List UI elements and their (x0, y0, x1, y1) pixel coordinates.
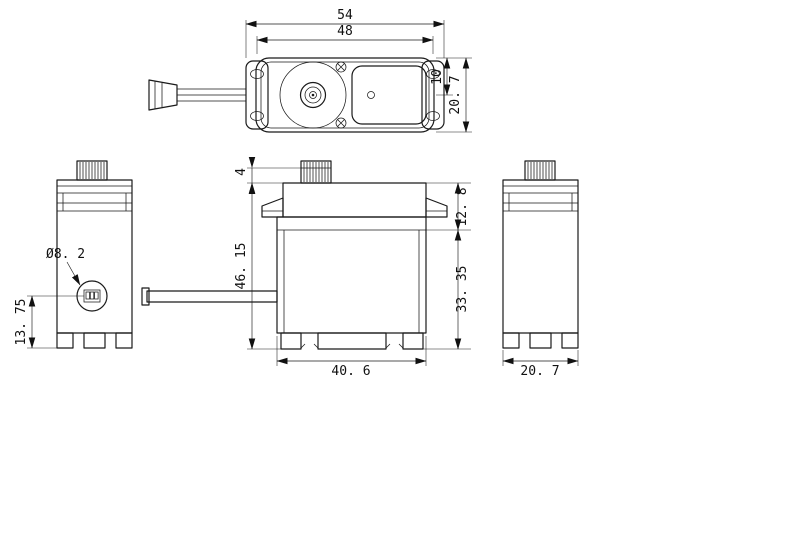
dim-top-mount-span: 48 (337, 24, 353, 39)
output-shaft (279, 61, 347, 129)
dim-top-overall-width: 54 (337, 8, 353, 23)
dim-front-hole-diameter: Ø8. 2 (46, 247, 85, 262)
rear-view-dimensions: 20. 7 (502, 350, 579, 379)
upper-case (282, 182, 427, 218)
cover-hole (367, 91, 375, 99)
dim-side-total-height: 46. 15 (234, 243, 249, 290)
dim-side-spline-height: 4 (234, 168, 249, 176)
mount-ear-left (245, 60, 269, 130)
case-screw (335, 61, 347, 73)
rear-view (502, 160, 579, 349)
mount-tab-left (261, 197, 284, 218)
front-view (56, 160, 133, 349)
cover-plate (351, 65, 427, 125)
lead-connector (148, 79, 246, 111)
top-view (148, 57, 445, 133)
dim-top-shaft-offset: 10 (430, 69, 445, 85)
mount-tab-right (425, 197, 448, 218)
top-view-dimensions: 54 48 20. 7 10 (245, 8, 472, 133)
mount-slot (426, 111, 440, 121)
wire-lead (141, 287, 278, 306)
mount-slot (250, 111, 264, 121)
dim-top-body-width: 20. 7 (448, 75, 463, 114)
front-view-dimensions: Ø8. 2 13. 75 (14, 247, 85, 349)
case-screw (335, 117, 347, 129)
servo-body-top (255, 57, 435, 133)
side-view (141, 160, 448, 350)
servo-body-side (276, 216, 427, 334)
dim-side-upper-height: 12. 8 (455, 187, 470, 226)
dim-rear-body-width: 20. 7 (520, 364, 559, 379)
side-view-dimensions: 4 46. 15 12. 8 33. 35 40. 6 (234, 156, 471, 379)
dim-front-hole-offset: 13. 75 (14, 299, 29, 346)
dim-side-body-length: 40. 6 (331, 364, 370, 379)
mount-slot (426, 69, 440, 79)
dim-side-body-height: 33. 35 (455, 266, 470, 313)
mount-slot (250, 69, 264, 79)
